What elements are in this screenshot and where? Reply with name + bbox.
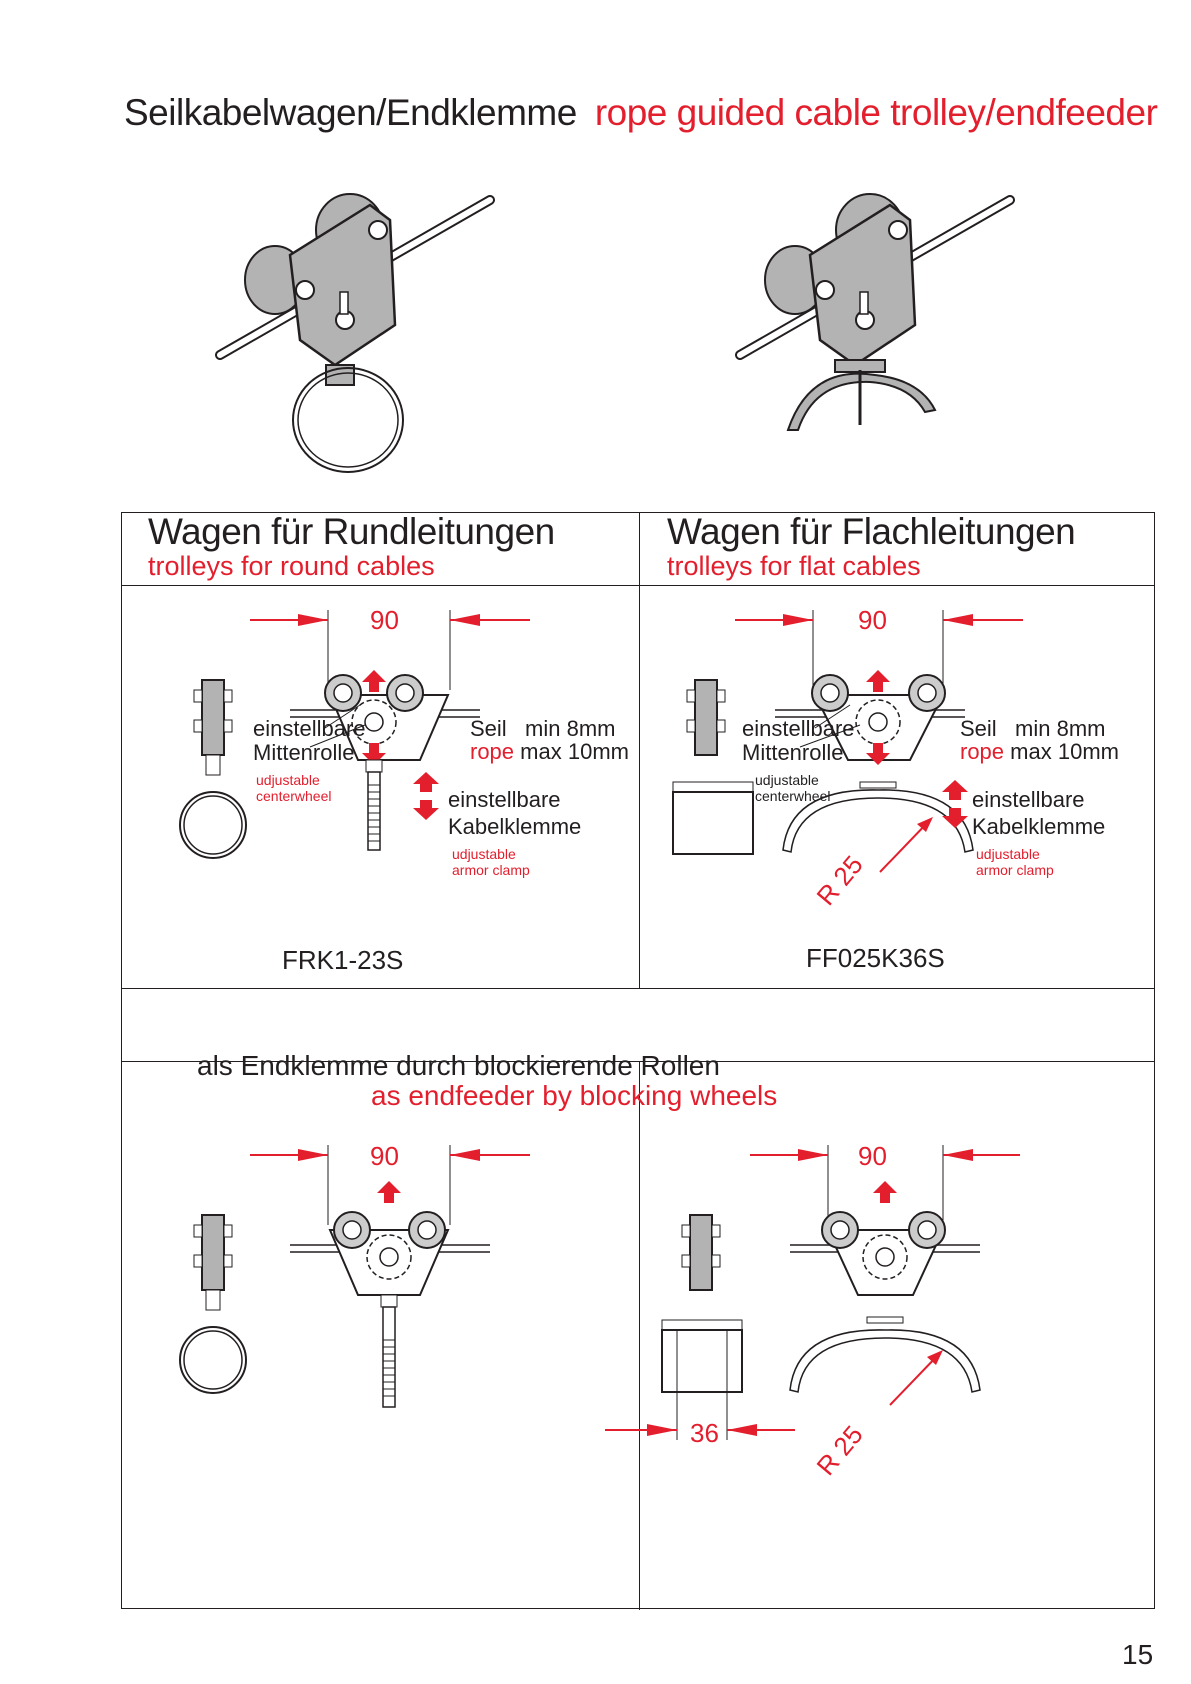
endfeeder-header-en: as endfeeder by blocking wheels [371, 1080, 778, 1111]
rope-max: max 10mm [520, 739, 629, 764]
round-trolley-illustration [215, 193, 495, 473]
spec-table [121, 512, 1155, 1610]
rope-en: rope [960, 739, 1005, 764]
divider [639, 1061, 640, 1610]
rope-de: Seil [470, 716, 507, 741]
flat-clamp-en-1: udjustable [976, 846, 1040, 862]
flat-trolley-drawing [672, 610, 1023, 873]
round-width-dimension: 90 [370, 605, 399, 635]
round-centerwheel-en-1: udjustable [256, 772, 320, 788]
title-german: Seilkabelwagen/Endklemme [124, 92, 577, 133]
flat-model-number: FF025K36S [806, 943, 945, 973]
round-centerwheel-en-2: centerwheel [256, 788, 332, 804]
flat-centerwheel-label-2: Mittenrolle [742, 740, 844, 765]
round-rope-label-en: rope max 10mm [470, 741, 629, 763]
flat-header-en: trolleys for flat cables [667, 551, 921, 581]
round-centerwheel-label-1: einstellbare [253, 716, 366, 741]
divider [122, 585, 1154, 586]
round-centerwheel-label-2: Mittenrolle [253, 740, 355, 765]
round-clamp-en-2: armor clamp [452, 862, 530, 878]
flat-endfeeder-drawing [605, 1145, 1020, 1440]
endfeeder-header-de: als Endklemme durch blockierende Rollen [197, 1050, 720, 1081]
flat-header-de: Wagen für Flachleitungen [667, 511, 1076, 552]
divider [639, 513, 640, 988]
flat-rope-label-en: rope max 10mm [960, 741, 1119, 763]
rope-de: Seil [960, 716, 997, 741]
round-model-number: FRK1-23S [282, 945, 404, 975]
flat-clamp-label-1: einstellbare [972, 787, 1085, 812]
divider [122, 988, 1154, 989]
round-trolley-drawing [179, 610, 530, 859]
rope-min: min 8mm [1015, 716, 1106, 741]
endfeeder-round-width-dimension: 90 [370, 1141, 399, 1171]
divider [122, 1061, 1154, 1062]
rope-max: max 10mm [1010, 739, 1119, 764]
round-clamp-label-2: Kabelklemme [448, 814, 582, 839]
round-header-de: Wagen für Rundleitungen [148, 511, 555, 552]
page-title: Seilkabelwagen/Endklemme rope guided cabl… [124, 92, 1158, 134]
round-rope-label: Seil min 8mm [470, 718, 615, 740]
flat-clamp-label-2: Kabelklemme [972, 814, 1106, 839]
page-number: 15 [1122, 1639, 1154, 1670]
round-header-en: trolleys for round cables [148, 551, 435, 581]
flat-centerwheel-label-1: einstellbare [742, 716, 855, 741]
endfeeder-flat-width-dimension: 90 [858, 1141, 887, 1171]
rope-en: rope [470, 739, 515, 764]
flat-centerwheel-en-1: udjustable [755, 772, 819, 788]
flat-width-dimension: 90 [858, 605, 887, 635]
title-english: rope guided cable trolley/endfeeder [594, 92, 1158, 133]
block-width-dimension: 36 [690, 1418, 719, 1448]
flat-rope-label: Seil min 8mm [960, 718, 1105, 740]
round-clamp-en-1: udjustable [452, 846, 516, 862]
flat-trolley-illustration [735, 193, 1015, 431]
flat-centerwheel-en-2: centerwheel [755, 788, 831, 804]
rope-min: min 8mm [525, 716, 616, 741]
round-endfeeder-drawing [179, 1145, 530, 1408]
flat-clamp-en-2: armor clamp [976, 862, 1054, 878]
round-clamp-label-1: einstellbare [448, 787, 561, 812]
